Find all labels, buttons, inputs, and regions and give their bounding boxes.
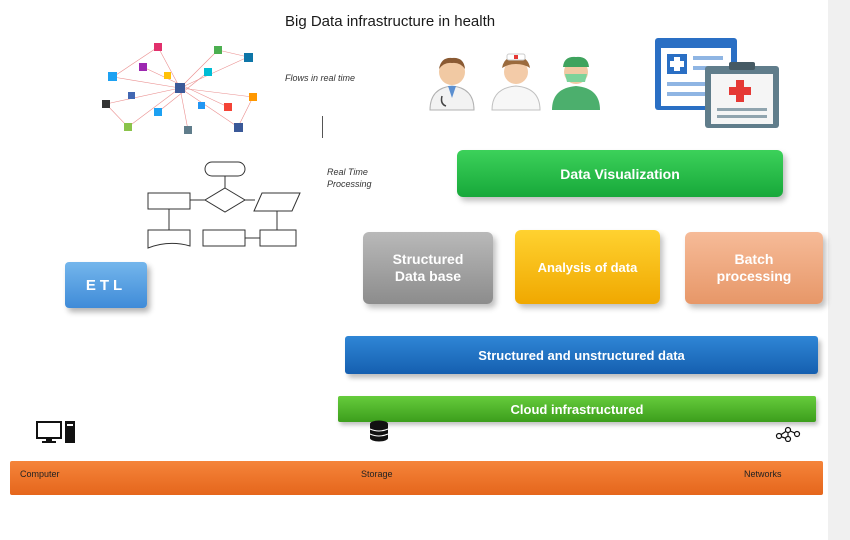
medical-staff-group bbox=[429, 53, 600, 111]
flow-connector-line bbox=[322, 116, 323, 138]
cloud-infrastructure-bar: Cloud infrastructured bbox=[338, 396, 816, 422]
medical-record-icon bbox=[655, 38, 779, 128]
batch-processing-line2: processing bbox=[716, 268, 792, 284]
batch-processing-box: Batch processing bbox=[685, 232, 823, 304]
batch-processing-line1: Batch bbox=[734, 251, 774, 267]
computer-icon bbox=[36, 421, 75, 443]
social-network-icon bbox=[102, 43, 257, 134]
structured-database-box: Structured Data base bbox=[363, 232, 493, 304]
computer-label: Computer bbox=[20, 469, 60, 479]
database-icon bbox=[369, 420, 389, 442]
base-infrastructure-bar bbox=[10, 461, 823, 495]
network-icon bbox=[775, 426, 801, 442]
doctor-icon bbox=[429, 57, 475, 111]
structured-database-line1: Structured bbox=[392, 251, 464, 267]
flows-note: Flows in real time bbox=[285, 73, 356, 83]
nurse-icon bbox=[491, 53, 541, 111]
flowchart-icon bbox=[147, 161, 301, 249]
data-visualization-box: Data Visualization bbox=[457, 150, 783, 197]
etl-box: ETL bbox=[65, 262, 147, 308]
right-margin-strip bbox=[828, 0, 850, 540]
analysis-of-data-box: Analysis of data bbox=[515, 230, 660, 304]
processing-note-line1: Real Time bbox=[327, 167, 368, 177]
processing-note-line2: Processing bbox=[327, 179, 372, 189]
structured-database-line2: Data base bbox=[394, 268, 462, 284]
networks-label: Networks bbox=[744, 469, 782, 479]
storage-label: Storage bbox=[361, 469, 393, 479]
processing-note: Real Time Processing bbox=[327, 166, 372, 190]
diagram-title: Big Data infrastructure in health bbox=[285, 13, 496, 30]
structured-unstructured-data-bar: Structured and unstructured data bbox=[345, 336, 818, 374]
surgeon-icon bbox=[552, 56, 600, 110]
